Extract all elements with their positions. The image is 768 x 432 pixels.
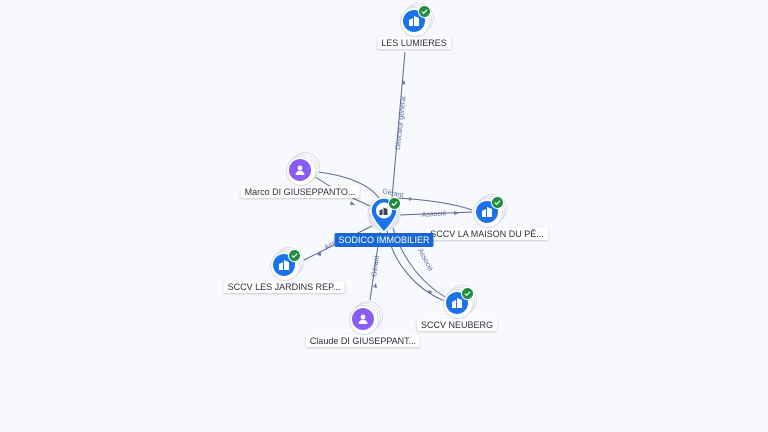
edge-claude-label: Gérant bbox=[371, 255, 381, 277]
edge-lumieres-label: Directeur général bbox=[395, 96, 408, 151]
edge-lumieres bbox=[391, 51, 406, 199]
person-icon bbox=[289, 159, 311, 181]
center-label: SODICO IMMOBILIER bbox=[334, 233, 434, 247]
edge-marco-1 bbox=[317, 171, 381, 201]
edge-maison-arrow-2 bbox=[409, 197, 413, 201]
edge-maison-2 bbox=[397, 197, 473, 211]
edge-marco-arrow bbox=[350, 201, 355, 205]
node-label: SCCV LA MAISON DU PÊ... bbox=[426, 228, 548, 240]
edge-lumieres-arrow bbox=[401, 80, 406, 85]
location-pin-icon bbox=[367, 197, 401, 234]
node-label: LES LUMIERES bbox=[377, 37, 451, 49]
edge-maison-label: Associé bbox=[422, 210, 447, 219]
node-label: SCCV LES JARDINS REP... bbox=[223, 281, 345, 293]
verified-check-icon bbox=[491, 196, 504, 209]
node-label: Marco DI GIUSEPPANTO... bbox=[240, 186, 360, 198]
verified-check-icon bbox=[461, 287, 474, 300]
person-icon bbox=[352, 308, 374, 330]
edge-neuberg-label: Associé bbox=[416, 248, 434, 273]
verified-check-icon bbox=[288, 249, 301, 262]
verified-check-icon bbox=[418, 5, 431, 18]
edge-maison-arrow bbox=[454, 211, 459, 215]
edge-marco-label: Gérant bbox=[382, 188, 404, 199]
edge-claude-arrow bbox=[373, 283, 377, 288]
edge-neuberg-arrow bbox=[428, 290, 433, 294]
node-label: SCCV NEUBERG bbox=[416, 319, 498, 331]
verified-check-icon bbox=[388, 197, 401, 210]
edge-jardins-arrow bbox=[317, 251, 321, 256]
edge-maison-1 bbox=[399, 211, 473, 216]
node-label: Claude DI GIUSEPPANT... bbox=[305, 335, 421, 347]
